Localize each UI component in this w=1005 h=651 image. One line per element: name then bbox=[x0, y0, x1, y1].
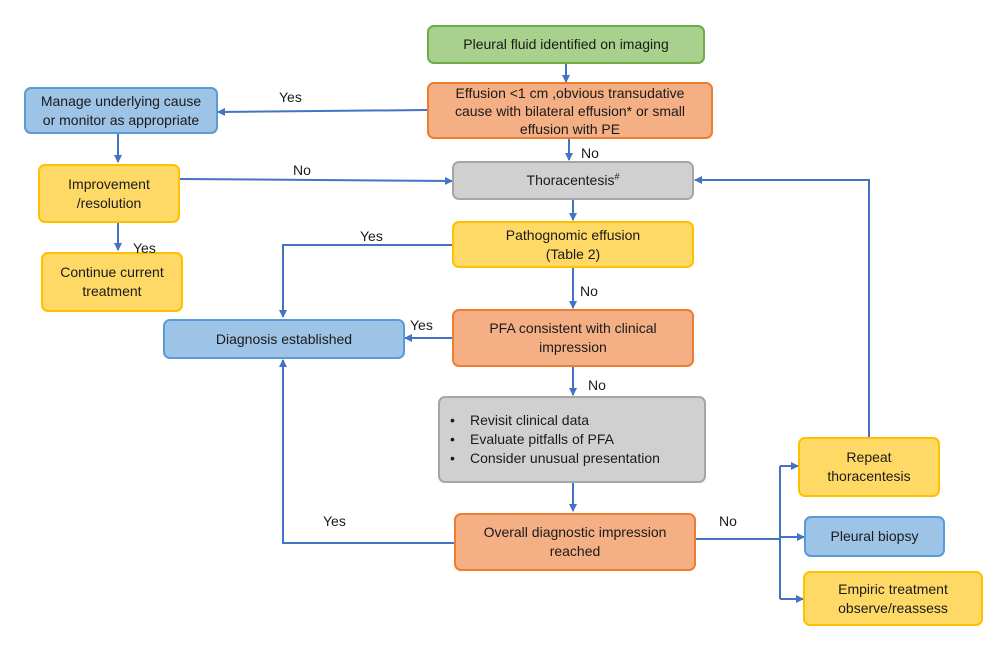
node-pathognomic-line1: Pathognomic effusion bbox=[505, 226, 641, 243]
node-pfa: PFA consistent with clinical impression bbox=[452, 309, 694, 367]
node-improvement-line2: /resolution bbox=[76, 194, 142, 211]
node-biopsy: Pleural biopsy bbox=[804, 516, 945, 557]
label-effusion-no: No bbox=[581, 145, 599, 161]
node-thoracentesis-label: Thoracentesis bbox=[526, 172, 615, 188]
node-manage-line2: or monitor as appropriate bbox=[42, 111, 200, 128]
node-continue: Continue current treatment bbox=[41, 252, 183, 312]
node-start: Pleural fluid identified on imaging bbox=[427, 25, 705, 64]
node-pathognomic: Pathognomic effusion (Table 2) bbox=[452, 221, 694, 268]
node-overall-line2: reached bbox=[549, 543, 601, 559]
label-improvement-yes: Yes bbox=[133, 240, 156, 256]
node-manage-line1: Manage underlying cause bbox=[40, 92, 202, 109]
node-diagnosis-text: Diagnosis established bbox=[215, 330, 353, 347]
arrow-repeat-to-thoracentesis bbox=[694, 176, 870, 437]
node-repeat-line1: Repeat bbox=[846, 449, 892, 465]
node-improvement-line1: Improvement bbox=[68, 175, 150, 192]
node-effusion-check-line1: Effusion <1 cm ,obvious transudative bbox=[455, 84, 685, 101]
node-empiric-line1: Empiric treatment bbox=[838, 580, 948, 597]
arrow-overall-yes-to-diagnosis bbox=[279, 359, 454, 544]
node-thoracentesis-text: Thoracentesis# bbox=[527, 171, 620, 190]
node-effusion-check-line3: effusion with PE bbox=[519, 120, 621, 137]
revisit-item-unusual: Consider unusual presentation bbox=[450, 449, 660, 468]
node-continue-line1: Continue current bbox=[60, 264, 164, 280]
revisit-item-pitfalls: Evaluate pitfalls of PFA bbox=[450, 430, 660, 449]
node-pfa-line1: PFA consistent with clinical bbox=[489, 320, 657, 336]
revisit-list: Revisit clinical data Evaluate pitfalls … bbox=[450, 411, 660, 468]
node-start-text: Pleural fluid identified on imaging bbox=[463, 36, 669, 52]
label-pathognomic-no: No bbox=[580, 283, 598, 299]
node-revisit: Revisit clinical data Evaluate pitfalls … bbox=[438, 396, 706, 483]
revisit-item-clinical-data: Revisit clinical data bbox=[450, 411, 660, 430]
node-empiric-line2: observe/reassess bbox=[838, 599, 948, 616]
node-diagnosis: Diagnosis established bbox=[163, 319, 405, 359]
node-manage: Manage underlying cause or monitor as ap… bbox=[24, 87, 218, 134]
label-pfa-no: No bbox=[588, 377, 606, 393]
label-overall-yes: Yes bbox=[323, 513, 346, 529]
node-overall-line1: Overall diagnostic impression bbox=[483, 524, 667, 540]
node-effusion-check-line2: cause with bilateral effusion* or small bbox=[454, 102, 686, 119]
arrow-effusion-yes-to-manage bbox=[217, 107, 428, 116]
node-pfa-line2: impression bbox=[539, 339, 607, 355]
node-overall: Overall diagnostic impression reached bbox=[454, 513, 696, 571]
node-repeat: Repeat thoracentesis bbox=[798, 437, 940, 497]
node-empiric: Empiric treatment observe/reassess bbox=[803, 571, 983, 626]
node-biopsy-text: Pleural biopsy bbox=[830, 528, 919, 544]
label-effusion-yes: Yes bbox=[279, 89, 302, 105]
arrow-improvement-no-to-thoracentesis bbox=[179, 176, 453, 185]
node-continue-line2: treatment bbox=[82, 283, 142, 299]
node-pathognomic-line2: (Table 2) bbox=[545, 245, 601, 262]
node-effusion-check: Effusion <1 cm ,obvious transudative cau… bbox=[427, 82, 713, 139]
label-pathognomic-yes: Yes bbox=[360, 228, 383, 244]
node-repeat-line2: thoracentesis bbox=[827, 468, 911, 484]
thoracentesis-footnote-mark: # bbox=[614, 171, 620, 182]
label-improvement-no: No bbox=[293, 162, 311, 178]
node-improvement: Improvement /resolution bbox=[38, 164, 180, 223]
label-pfa-yes: Yes bbox=[410, 317, 433, 333]
label-overall-no: No bbox=[719, 513, 737, 529]
node-thoracentesis: Thoracentesis# bbox=[452, 161, 694, 200]
arrow-pathognomic-yes-to-diagnosis bbox=[279, 244, 452, 318]
